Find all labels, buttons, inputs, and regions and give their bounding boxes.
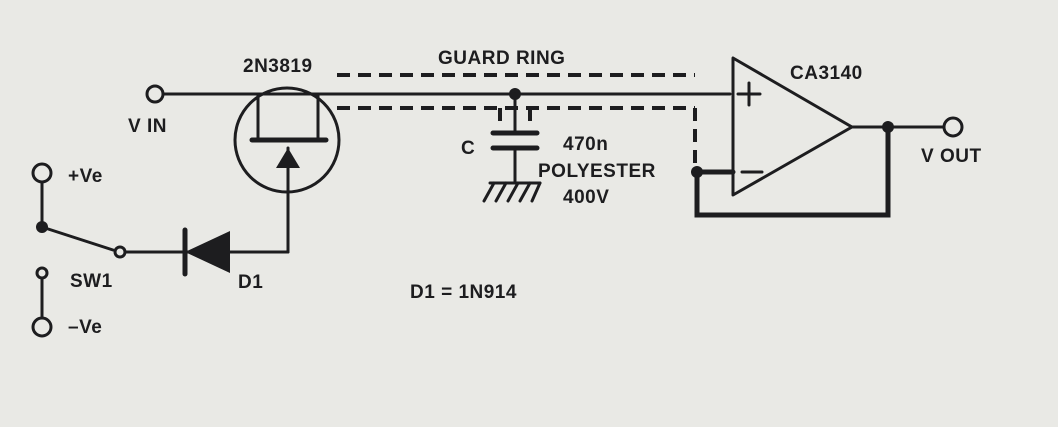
vin-label: V IN (128, 116, 167, 137)
vout-label: V OUT (921, 146, 982, 167)
capacitor (490, 88, 540, 184)
diode-d1 (123, 227, 290, 277)
vout-terminal (942, 116, 964, 138)
neg-supply-terminal (31, 316, 53, 338)
capacitor-voltage: 400V (563, 187, 609, 208)
switch-sw1 (35, 180, 127, 320)
opamp-label: CA3140 (790, 63, 863, 84)
diode-label: D1 (238, 272, 263, 293)
capacitor-value: 470n (563, 134, 608, 155)
ground-icon (482, 181, 542, 203)
vin-terminal (145, 84, 165, 104)
capacitor-type: POLYESTER (538, 161, 656, 182)
jfet-transistor (233, 86, 341, 254)
capacitor-label: C (461, 138, 475, 159)
op-amp (731, 56, 854, 197)
pos-supply-label: +Ve (68, 166, 103, 187)
feedback-wire (694, 124, 891, 218)
pos-supply-terminal (31, 162, 53, 184)
diode-note: D1 = 1N914 (410, 282, 517, 303)
jfet-label: 2N3819 (243, 56, 313, 77)
guard-ring-label: GUARD RING (438, 48, 565, 69)
neg-supply-label: –Ve (68, 317, 102, 338)
switch-label: SW1 (70, 271, 113, 292)
